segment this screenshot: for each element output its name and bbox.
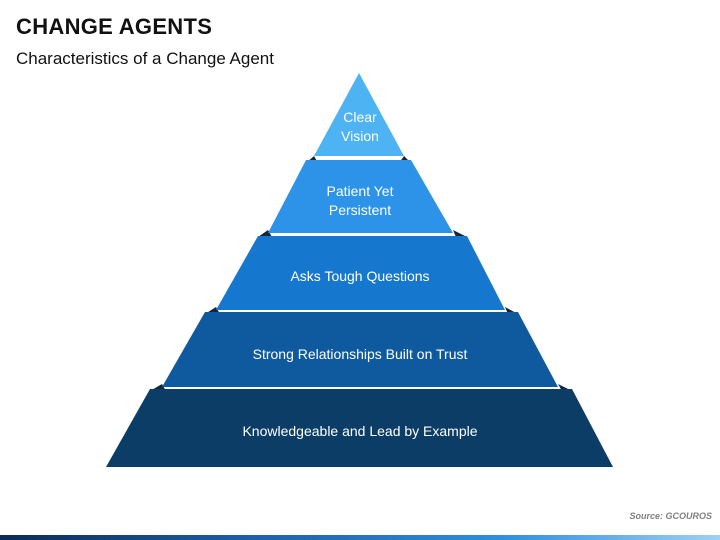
pyramid-level-1-label: Clear Vision bbox=[341, 109, 379, 144]
pyramid-level-4-label: Strong Relationships Built on Trust bbox=[252, 345, 468, 362]
pyramid-level-5-label: Knowledgeable and Lead by Example bbox=[242, 422, 478, 439]
footer-accent-bar bbox=[0, 535, 720, 540]
slide-title: CHANGE AGENTS bbox=[16, 14, 213, 39]
pyramid-level-2-label: Patient Yet Persistent bbox=[326, 183, 394, 218]
pyramid-level-3 bbox=[216, 236, 505, 310]
pyramid-shade-3 bbox=[258, 230, 272, 237]
pyramid-shade-4 bbox=[453, 230, 467, 237]
source-credit: Source: GCOUROS bbox=[629, 511, 712, 521]
slide-subtitle: Characteristics of a Change Agent bbox=[16, 49, 274, 68]
pyramid-level-4 bbox=[162, 312, 558, 387]
pyramid-level-3-label: Asks Tough Questions bbox=[290, 267, 430, 284]
pyramid-level-5 bbox=[106, 389, 613, 467]
pyramid-level-2 bbox=[268, 160, 453, 233]
pyramid-level-1 bbox=[314, 73, 404, 156]
